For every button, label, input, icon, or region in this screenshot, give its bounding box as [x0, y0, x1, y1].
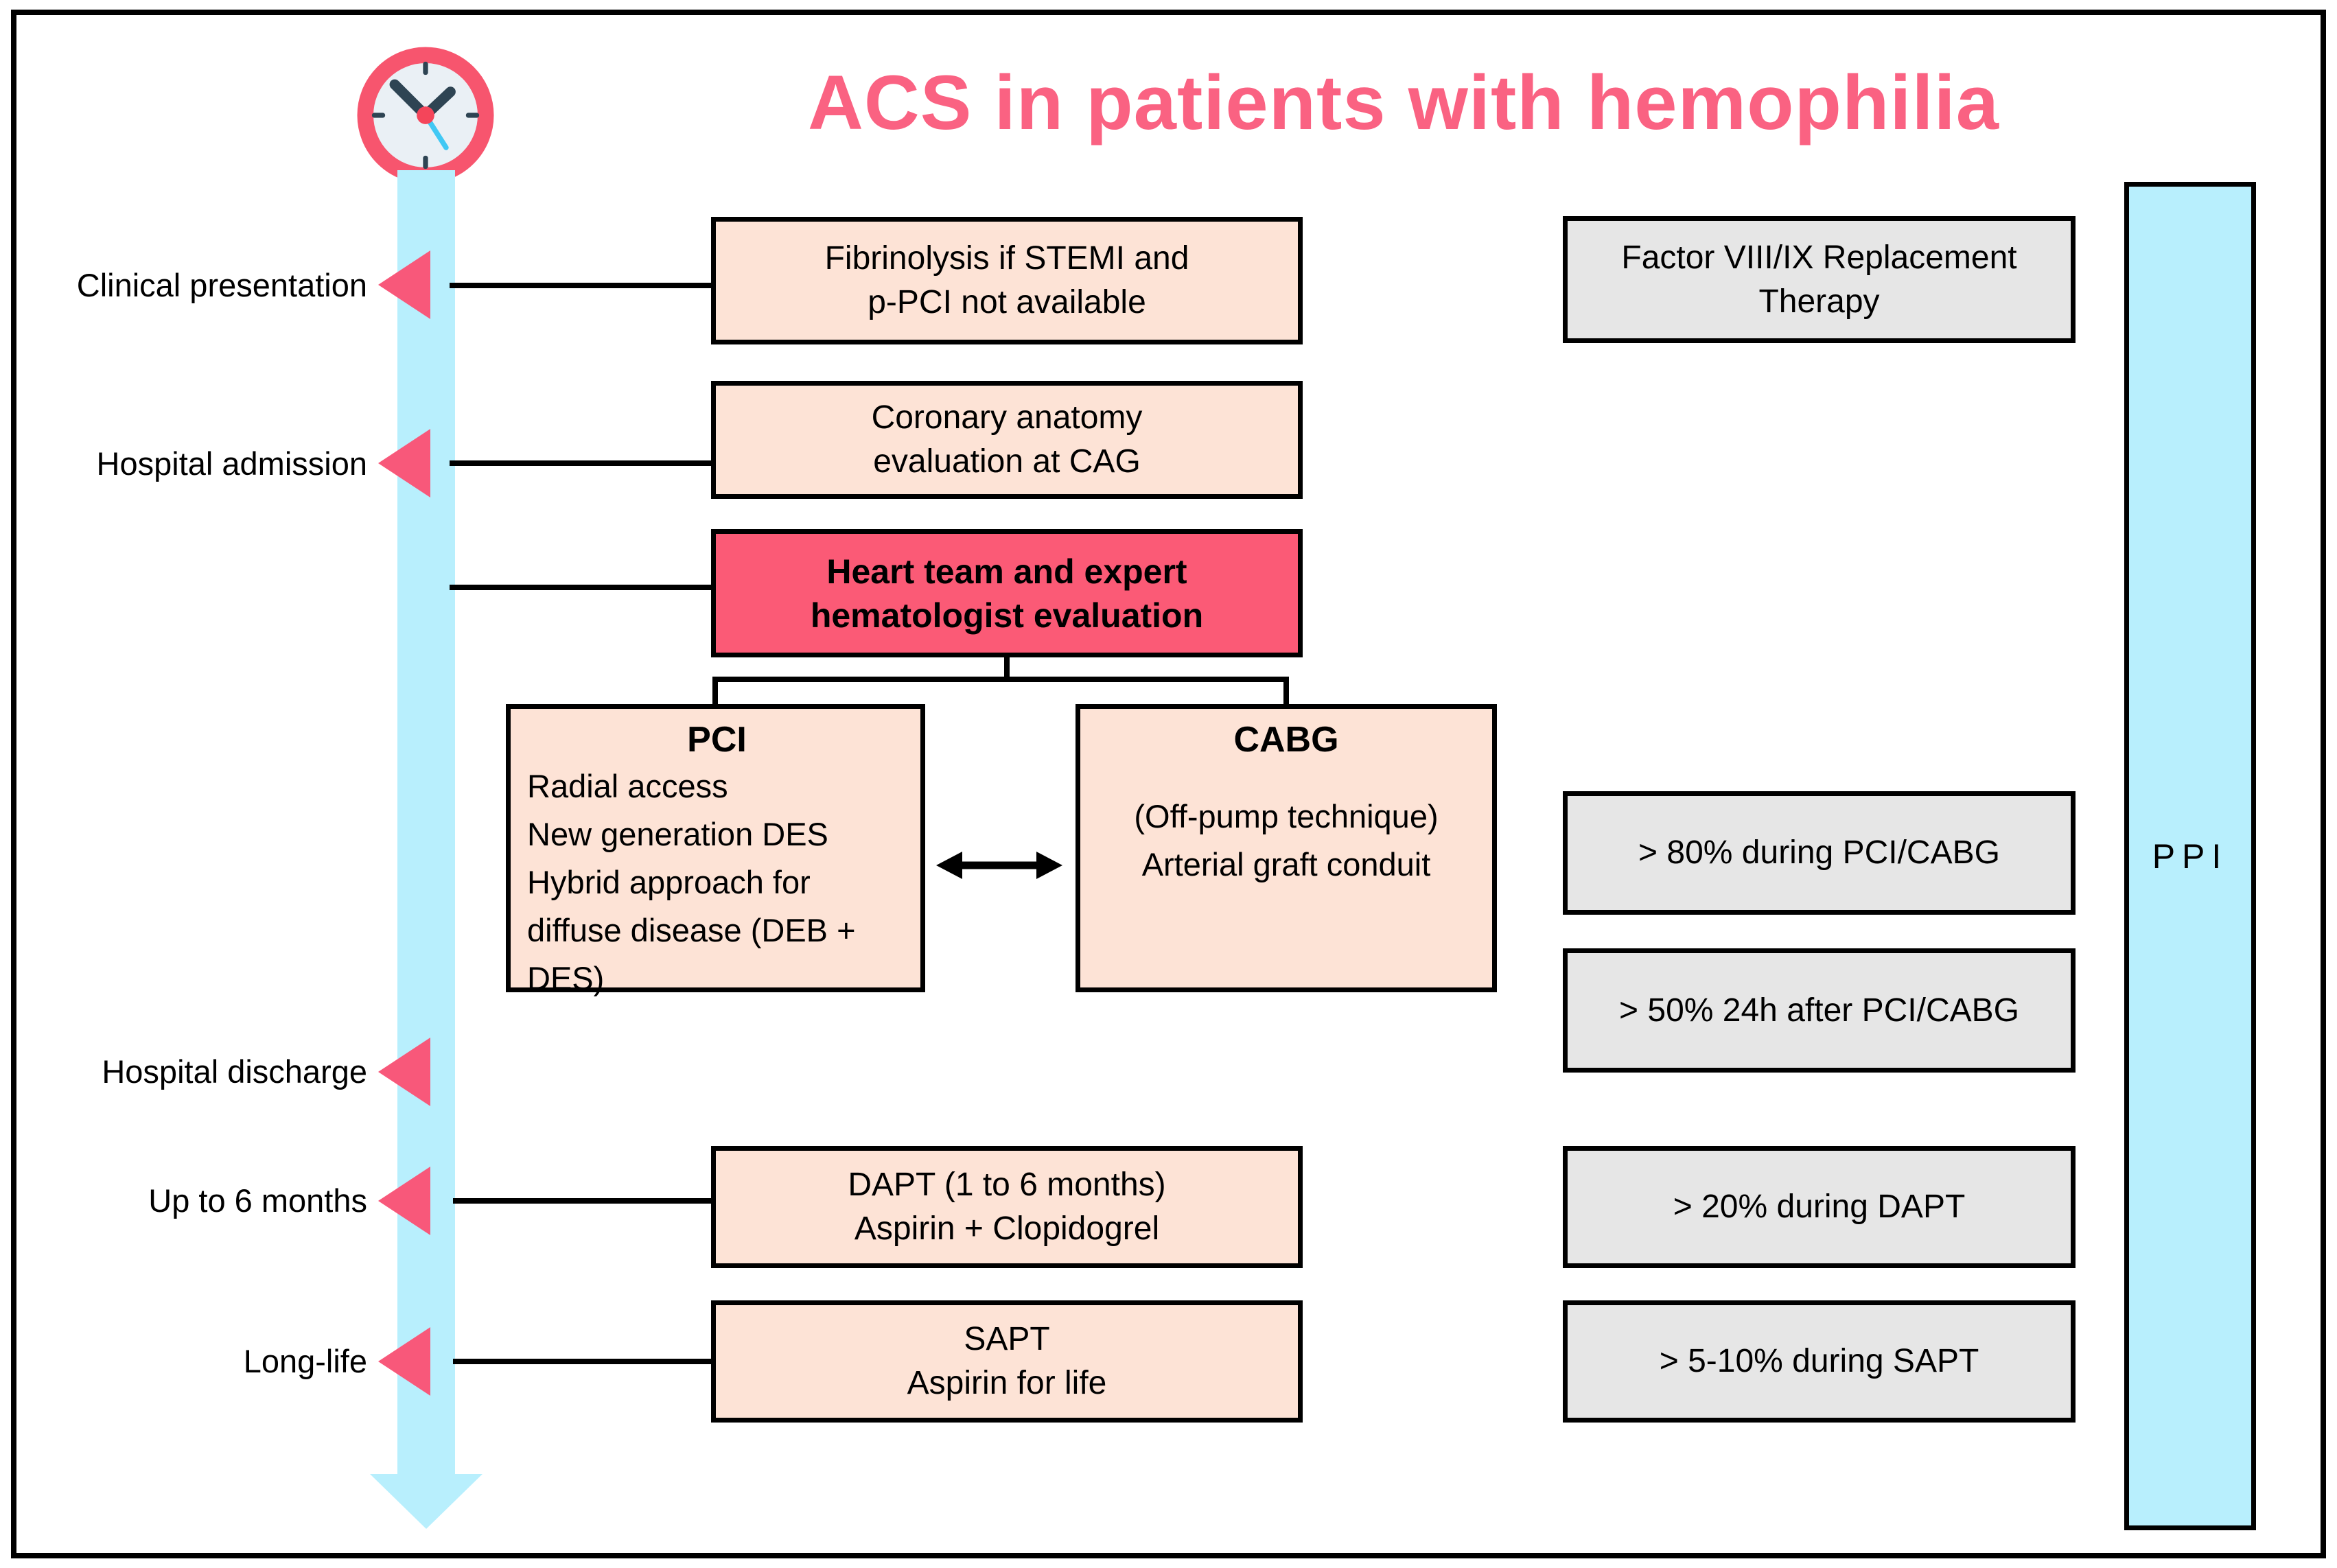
factor-level-box-dapt: > 20% during DAPT	[1563, 1146, 2076, 1268]
pci-item: Hybrid approach for diffuse disease (DEB…	[527, 864, 856, 996]
left-triangle-icon	[378, 1327, 430, 1396]
cabg-title: CABG	[1233, 720, 1339, 760]
sapt-box: SAPT Aspirin for life	[711, 1300, 1303, 1423]
figure-border	[11, 10, 2326, 1558]
timeline-label-hospital-admission: Hospital admission	[96, 445, 367, 482]
timeline-band	[397, 170, 455, 1475]
connector-line	[453, 1198, 715, 1204]
timeline-label-hospital-discharge: Hospital discharge	[102, 1053, 367, 1090]
timeline-label-up-to-6-months: Up to 6 months	[148, 1182, 367, 1219]
heart-team-box: Heart team and expert hematologist evalu…	[711, 529, 1303, 657]
cabg-box: CABG (Off-pump technique) Arterial graft…	[1076, 704, 1497, 992]
dapt-box: DAPT (1 to 6 months) Aspirin + Clopidogr…	[711, 1146, 1303, 1268]
left-triangle-icon	[378, 429, 430, 498]
factor-text-line1: Factor VIII/IX Replacement	[1621, 239, 2017, 276]
clock-icon	[357, 47, 494, 184]
dapt-text-line2: Aspirin + Clopidogrel	[854, 1210, 1160, 1247]
pci-box: PCI Radial access New generation DES Hyb…	[506, 704, 925, 996]
sapt-text-line2: Aspirin for life	[907, 1365, 1107, 1401]
factor-level-text: > 80% during PCI/CABG	[1638, 834, 2000, 871]
branch-stem-line	[1004, 657, 1010, 682]
figure-title: ACS in patients with hemophilia	[808, 60, 1999, 145]
factor-level-box-sapt: > 5-10% during SAPT	[1563, 1300, 2076, 1423]
timeline-label-clinical-presentation: Clinical presentation	[76, 267, 367, 303]
dapt-text-line1: DAPT (1 to 6 months)	[848, 1167, 1166, 1203]
connector-line	[450, 585, 715, 590]
coronary-text-line1: Coronary anatomy	[871, 399, 1143, 436]
factor-level-box-24h: > 50% 24h after PCI/CABG	[1563, 948, 2076, 1073]
factor-level-text: > 20% during DAPT	[1673, 1189, 1966, 1225]
cabg-item: (Off-pump technique)	[1134, 798, 1439, 834]
heart-team-text-line1: Heart team and expert	[826, 552, 1187, 591]
fibrinolysis-box: Fibrinolysis if STEMI and p-PCI not avai…	[711, 217, 1303, 344]
factor-level-box-pci-cabg: > 80% during PCI/CABG	[1563, 791, 2076, 915]
fibrinolysis-text-line1: Fibrinolysis if STEMI and	[824, 240, 1189, 277]
down-arrow-icon	[370, 1474, 482, 1529]
factor-level-text: > 50% 24h after PCI/CABG	[1619, 992, 2019, 1029]
coronary-text-line2: evaluation at CAG	[873, 443, 1141, 480]
ppi-box: PPI	[2124, 182, 2256, 1530]
branch-cross-line	[712, 677, 1289, 682]
factor-replacement-box: Factor VIII/IX Replacement Therapy	[1563, 216, 2076, 343]
left-triangle-icon	[378, 1167, 430, 1235]
timeline-label-long-life: Long-life	[243, 1343, 367, 1379]
factor-level-text: > 5-10% during SAPT	[1659, 1343, 1979, 1379]
connector-line	[453, 1359, 715, 1364]
connector-line	[450, 283, 715, 288]
coronary-anatomy-box: Coronary anatomy evaluation at CAG	[711, 381, 1303, 499]
fibrinolysis-text-line2: p-PCI not available	[868, 284, 1146, 320]
ppi-text: PPI	[2152, 836, 2229, 876]
pci-item: New generation DES	[527, 816, 828, 852]
pci-title: PCI	[687, 720, 747, 760]
pci-item: Radial access	[527, 768, 728, 804]
double-arrow-icon	[936, 852, 1062, 879]
factor-text-line2: Therapy	[1758, 283, 1880, 320]
cabg-item: Arterial graft conduit	[1141, 846, 1431, 882]
connector-line	[450, 460, 715, 466]
left-triangle-icon	[378, 250, 430, 319]
left-triangle-icon	[378, 1038, 430, 1106]
sapt-text-line1: SAPT	[964, 1321, 1050, 1357]
heart-team-text-line2: hematologist evaluation	[810, 596, 1204, 635]
branch-right-line	[1283, 677, 1289, 707]
branch-left-line	[712, 677, 718, 707]
